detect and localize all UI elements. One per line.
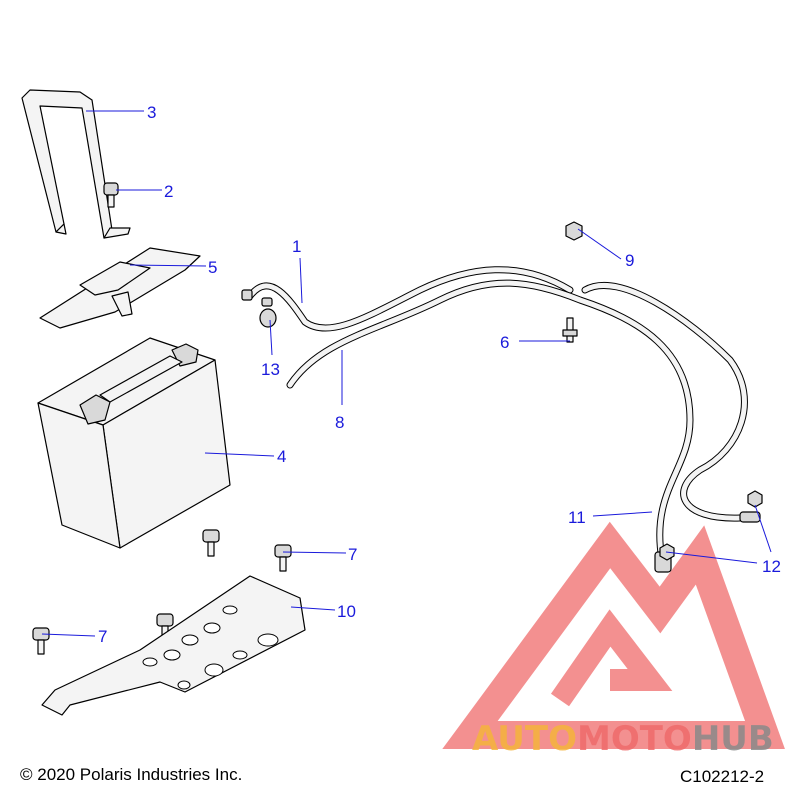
callout-9: 9 — [625, 251, 634, 270]
callout-10: 10 — [337, 602, 356, 621]
part-8-cable — [286, 279, 694, 573]
leader-lines — [41, 110, 772, 637]
callout-12: 12 — [762, 557, 781, 576]
part-3-hold-down-strap — [21, 89, 131, 239]
part-9-nut — [565, 221, 583, 241]
callout-6: 6 — [500, 333, 509, 352]
callout-3: 3 — [147, 103, 156, 122]
part-5-battery-bracket — [39, 247, 201, 329]
callout-8: 8 — [335, 413, 344, 432]
callout-13: 13 — [261, 360, 280, 379]
callout-4: 4 — [277, 447, 286, 466]
part-12-nut-a — [747, 490, 763, 508]
part-6-stud — [562, 317, 578, 343]
part-7-bolt-b — [274, 544, 292, 572]
callout-7-lower: 7 — [98, 627, 107, 646]
part-2-bolt — [103, 182, 119, 208]
callout-2: 2 — [164, 182, 173, 201]
callout-7-upper: 7 — [348, 545, 357, 564]
part-11-cable — [581, 281, 761, 523]
watermark-logo — [442, 521, 785, 749]
part-1-cable — [241, 266, 574, 332]
part-7-bolt-a — [202, 529, 220, 557]
part-13-terminal-boot — [259, 308, 277, 328]
part-7-bolt-c — [32, 627, 50, 655]
callout-11: 11 — [568, 508, 586, 527]
part-4-battery — [37, 337, 231, 549]
callout-1: 1 — [292, 237, 301, 256]
watermark-text: AUTOMOTOHUB — [472, 719, 774, 759]
copyright-text: © 2020 Polaris Industries Inc. — [20, 765, 242, 784]
diagram-id: C102212-2 — [680, 767, 764, 786]
callout-labels: 1 2 3 4 5 6 7 7 8 9 10 11 12 13 — [98, 103, 781, 646]
callout-5: 5 — [208, 258, 217, 277]
part-10-battery-tray — [41, 575, 306, 716]
